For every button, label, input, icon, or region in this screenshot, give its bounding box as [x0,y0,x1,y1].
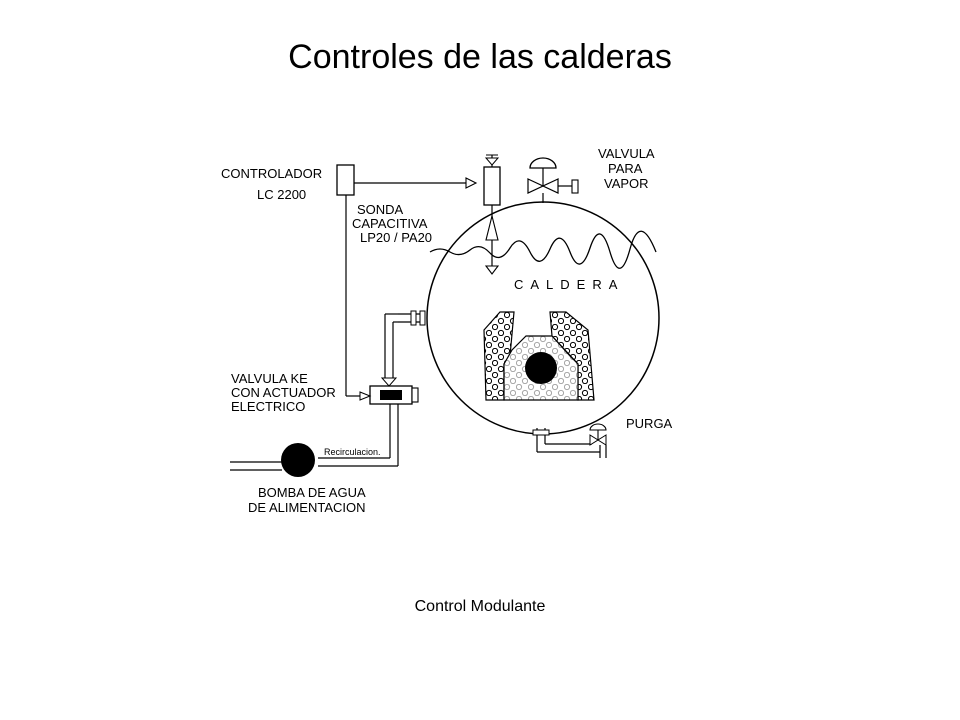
label-sonda-model: LP20 / PA20 [360,230,432,245]
label-caldera: CALDERA [514,277,624,292]
label-valvula-para: PARA [608,161,643,176]
slide-title: Controles de las calderas [288,38,672,76]
furnace-refractory [483,311,595,401]
label-sonda-type: CAPACITIVA [352,216,428,231]
steam-valve [527,157,579,203]
diagram-caption: Control Modulante [414,598,546,615]
capacitive-probe [483,154,501,275]
label-controlador-model: LC 2200 [257,187,306,202]
blowdown-assembly [532,423,607,458]
label-valvula-vapor-word: VAPOR [604,176,649,191]
label-valvula-ke-electrico: ELECTRICO [231,399,305,414]
label-bomba-alimentacion: DE ALIMENTACION [248,500,366,515]
label-valvula-ke-actuador: CON ACTUADOR [231,385,336,400]
label-controlador: CONTROLADOR [221,166,322,181]
label-bomba: BOMBA DE AGUA [258,485,366,500]
label-purga: PURGA [626,416,673,431]
feed-water-pump [281,443,315,477]
label-recirculacion: Recirculacion. [324,447,381,457]
label-sonda: SONDA [357,202,404,217]
label-valvula-ke: VALVULA KE [231,371,308,386]
controller-unit [336,164,478,397]
water-level-line [429,230,657,269]
label-valvula-vapor: VALVULA [598,146,655,161]
feed-water-piping [230,310,426,471]
burner-flame [525,352,557,384]
